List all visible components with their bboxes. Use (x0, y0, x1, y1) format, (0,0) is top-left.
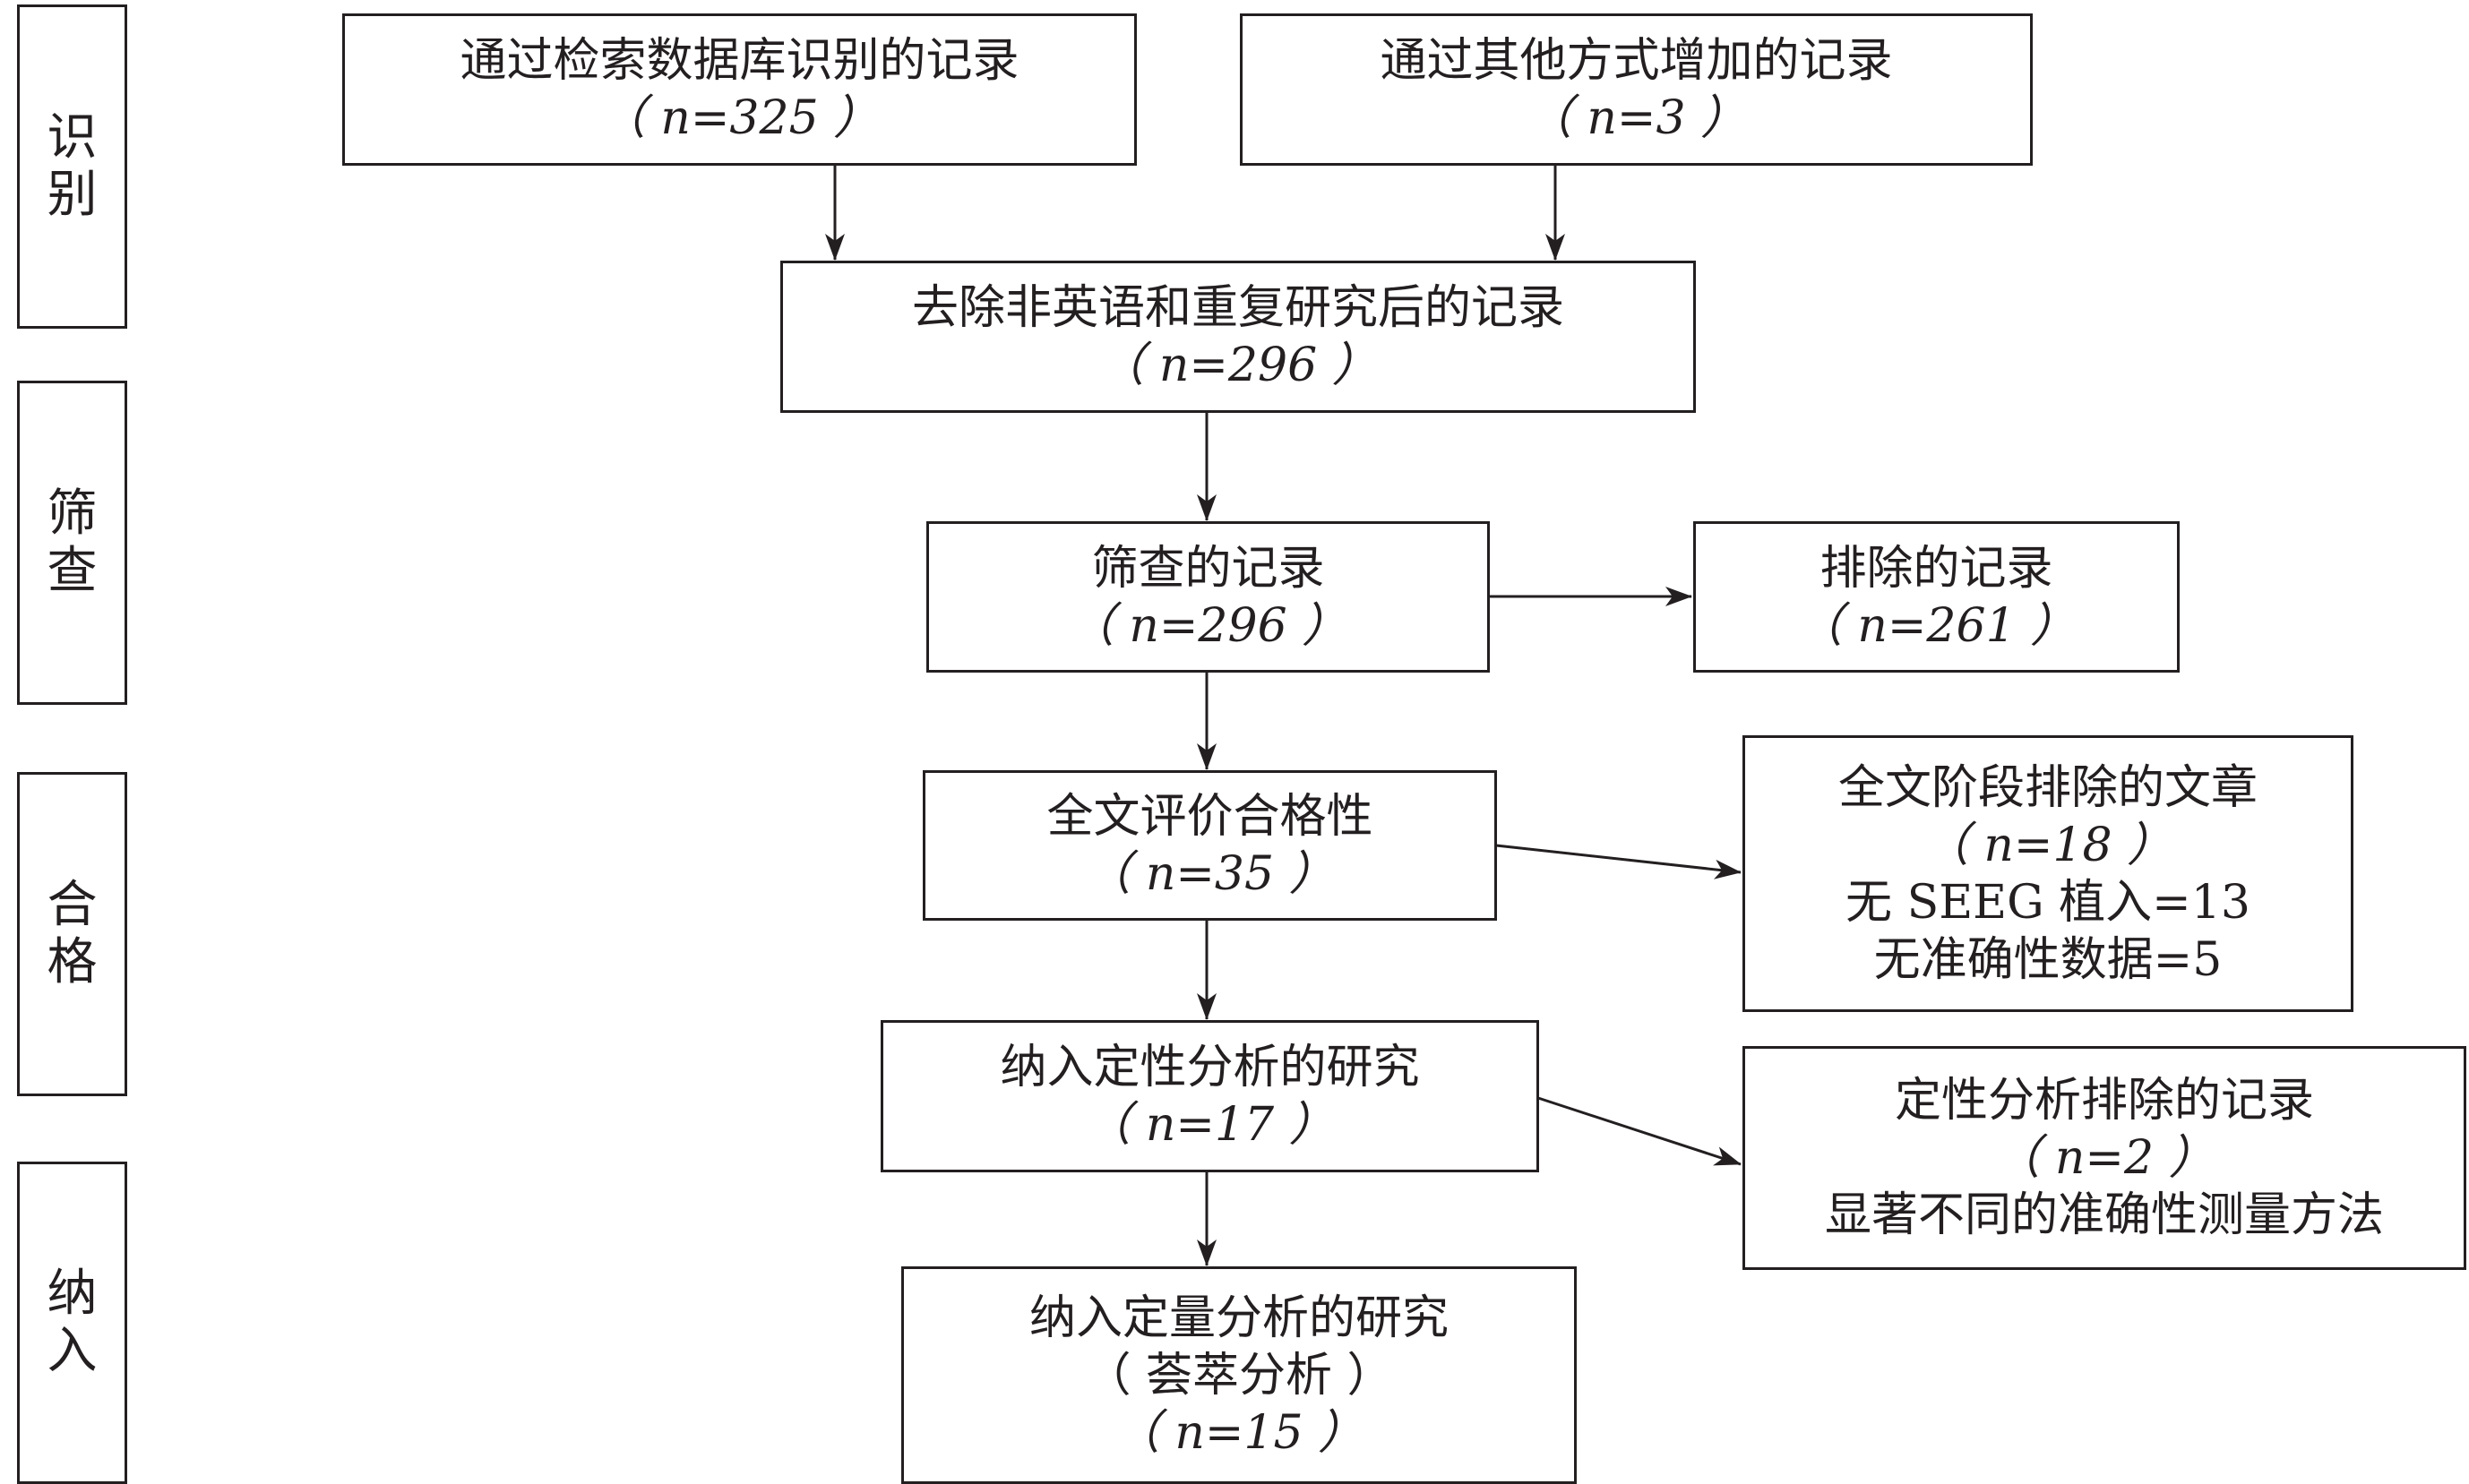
stage-char: 纳 (47, 1265, 98, 1323)
box-title: 通过其他方式增加的记录 (1380, 34, 1893, 88)
box-screened: 筛查的记录 （ n=296 ） (926, 521, 1490, 673)
stage-char: 别 (47, 166, 98, 224)
box-other-records: 通过其他方式增加的记录 （ n=3 ） (1240, 13, 2033, 166)
stage-identification: 识 别 (17, 4, 127, 329)
stage-label-identification: 识 别 (47, 109, 98, 224)
box-title: 纳入定性分析的研究 (1000, 1041, 1420, 1094)
stage-label-eligibility: 合 格 (47, 877, 98, 991)
box-fulltext-excluded: 全文阶段排除的文章 （ n=18 ） 无 SEEG 植入=13 无准确性数据=5 (1742, 735, 2353, 1012)
stage-char: 格 (47, 933, 98, 991)
exclusion-reason: 无准确性数据=5 (1873, 932, 2223, 987)
stage-screening: 筛 查 (17, 381, 127, 705)
box-quantitative: 纳入定量分析的研究 （ 荟萃分析 ） （ n=15 ） (901, 1266, 1577, 1484)
stage-included: 纳 入 (17, 1162, 127, 1484)
box-count: （ n=325 ） (598, 91, 881, 145)
arrow-qualitative-to-excluded (1537, 1096, 1742, 1166)
box-count: （ n=15 ） (1113, 1405, 1365, 1460)
box-count: （ n=2 ） (1993, 1131, 2215, 1185)
box-title: 全文评价合格性 (1046, 790, 1373, 844)
stage-eligibility: 合 格 (17, 772, 127, 1096)
stage-char: 识 (47, 108, 98, 167)
stage-char: 合 (47, 876, 98, 934)
box-title: 排除的记录 (1819, 541, 2053, 596)
box-title: 定性分析排除的记录 (1894, 1074, 2314, 1128)
stage-char: 查 (47, 542, 98, 600)
stage-char: 入 (47, 1322, 98, 1380)
arrow-fulltext-to-excluded (1495, 844, 1742, 879)
box-count: （ n=35 ） (1084, 847, 1336, 901)
box-database-records: 通过检索数据库识别的记录 （ n=325 ） (342, 13, 1137, 166)
box-title: 筛查的记录 (1091, 541, 1325, 596)
stage-label-screening: 筛 查 (47, 485, 98, 600)
box-qualitative: 纳入定性分析的研究 （ n=17 ） (881, 1020, 1539, 1172)
stage-label-included: 纳 入 (47, 1265, 98, 1380)
exclusion-reason: 无 SEEG 植入=13 (1845, 875, 2250, 930)
stage-char: 筛 (47, 485, 98, 543)
box-count: （ n=296 ） (1097, 339, 1379, 392)
box-title: 纳入定量分析的研究 (1028, 1291, 1449, 1345)
box-title: 通过检索数据库识别的记录 (460, 34, 1019, 88)
box-qualitative-excluded: 定性分析排除的记录 （ n=2 ） 显著不同的准确性测量方法 (1742, 1046, 2466, 1270)
box-excluded: 排除的记录 （ n=261 ） (1693, 521, 2180, 673)
box-count: （ n=17 ） (1084, 1098, 1336, 1152)
box-count: （ n=3 ） (1525, 91, 1748, 145)
box-fulltext: 全文评价合格性 （ n=35 ） (923, 770, 1497, 921)
box-count: （ n=296 ） (1067, 598, 1349, 653)
box-title: 全文阶段排除的文章 (1837, 760, 2258, 815)
box-subtitle: （ 荟萃分析 ） (1084, 1348, 1394, 1403)
box-title: 去除非英语和重复研究后的记录 (911, 281, 1564, 335)
box-after-dedup: 去除非英语和重复研究后的记录 （ n=296 ） (780, 261, 1696, 413)
exclusion-reason: 显著不同的准确性测量方法 (1824, 1188, 2384, 1242)
box-count: （ n=261 ） (1795, 598, 2078, 653)
box-count: （ n=18 ） (1922, 818, 2174, 872)
